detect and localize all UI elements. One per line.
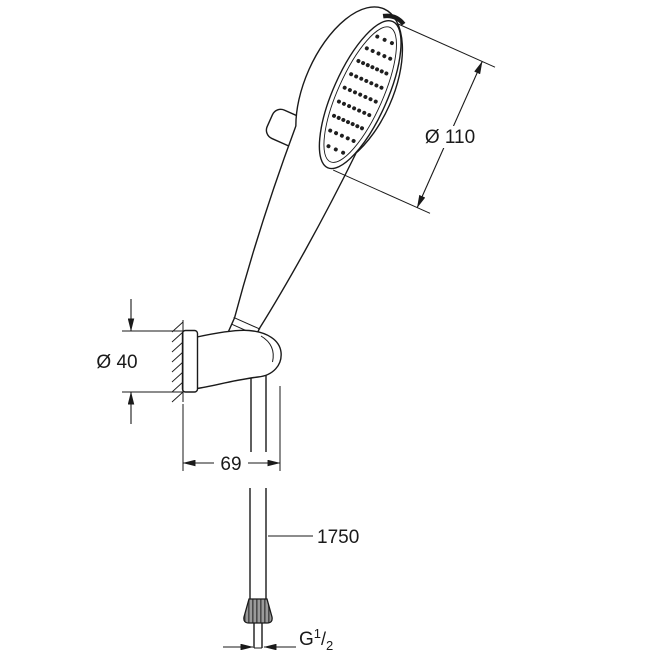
swivel-joint [382,13,406,26]
spray-nozzle [389,41,394,46]
spray-nozzle [379,69,384,74]
wall-plate [181,329,199,393]
spray-nozzle [328,128,333,133]
spray-nozzle [347,88,352,93]
spray-nozzle [333,147,338,152]
extension-line-bottom [332,169,431,214]
wall-bracket [171,320,282,403]
spray-nozzle [362,110,367,115]
spray-nozzle [354,74,359,79]
dimension-bracket-diameter: Ø 40 [89,299,183,424]
spray-nozzle [358,92,363,97]
spray-nozzle [370,65,375,70]
spray-nozzle [350,122,355,127]
spray-nozzle [368,97,373,102]
bracket-body [196,329,282,390]
spray-nozzle [341,101,346,106]
wall-hatching [171,321,184,403]
dimension-bracket-depth: 69 [182,386,281,475]
spray-nozzle [356,58,361,63]
spray-nozzle [339,133,344,138]
spray-nozzle [359,76,364,81]
spray-nozzle [364,78,369,83]
spray-dots [326,34,394,155]
dimension-head-diameter: Ø 110 [332,23,496,214]
spray-nozzle [359,126,364,131]
spray-nozzle [364,46,369,51]
spray-nozzle [332,113,337,118]
spray-nozzle [352,90,357,95]
hand-shower [224,6,406,350]
hose-nut [243,598,273,624]
spray-nozzle [373,99,378,104]
spray-nozzle [376,51,381,56]
spray-nozzle [382,37,387,42]
spray-nozzle [347,104,352,109]
bracket-diameter-label: Ø 40 [96,352,137,373]
spray-nozzle [375,67,380,72]
lower-hose [243,488,273,649]
thread-label: G1/2 [299,626,333,650]
spray-nozzle [341,117,346,122]
spray-nozzle [375,34,380,39]
bracket-depth-label: 69 [220,454,241,475]
spray-nozzle [349,72,354,77]
spray-nozzle [342,85,347,90]
head-diameter-label: Ø 110 [425,127,475,148]
handle-left-edge [224,125,297,339]
spray-nozzle [367,113,372,118]
bracket-clamp-detail [260,335,274,363]
spray-nozzle [382,54,387,59]
handle-collar-line-1 [233,316,261,330]
spray-nozzle [336,115,341,120]
spray-nozzle [326,144,331,149]
spray-nozzle [384,71,389,76]
spray-nozzle [355,124,360,129]
dimension-hose-length: 1750 [268,527,359,548]
label-background [214,452,248,473]
spray-nozzle [345,136,350,141]
spray-nozzle [369,81,374,86]
spray-nozzle [334,131,339,136]
spray-nozzle [379,85,384,90]
spray-nozzle [363,94,368,99]
spray-nozzle [357,108,362,113]
spray-nozzle [336,99,341,104]
spray-nozzle [351,138,356,143]
label-background [420,126,480,148]
spray-nozzle [370,48,375,53]
spray-nozzle [388,56,393,61]
spray-nozzle [346,120,351,125]
spray-nozzle [374,83,379,88]
handle-fill [225,126,357,349]
spray-nozzle [361,61,366,66]
label-background [89,350,145,372]
dimension-thread: G1/2 [223,626,333,650]
spray-nozzle [352,106,357,111]
spray-face-inner-rim [323,26,397,163]
spray-nozzle [341,150,346,155]
spray-nozzle [365,63,370,68]
handle-right-edge [249,152,357,350]
extension-line-top [397,23,496,68]
hose-length-label: 1750 [317,527,359,548]
